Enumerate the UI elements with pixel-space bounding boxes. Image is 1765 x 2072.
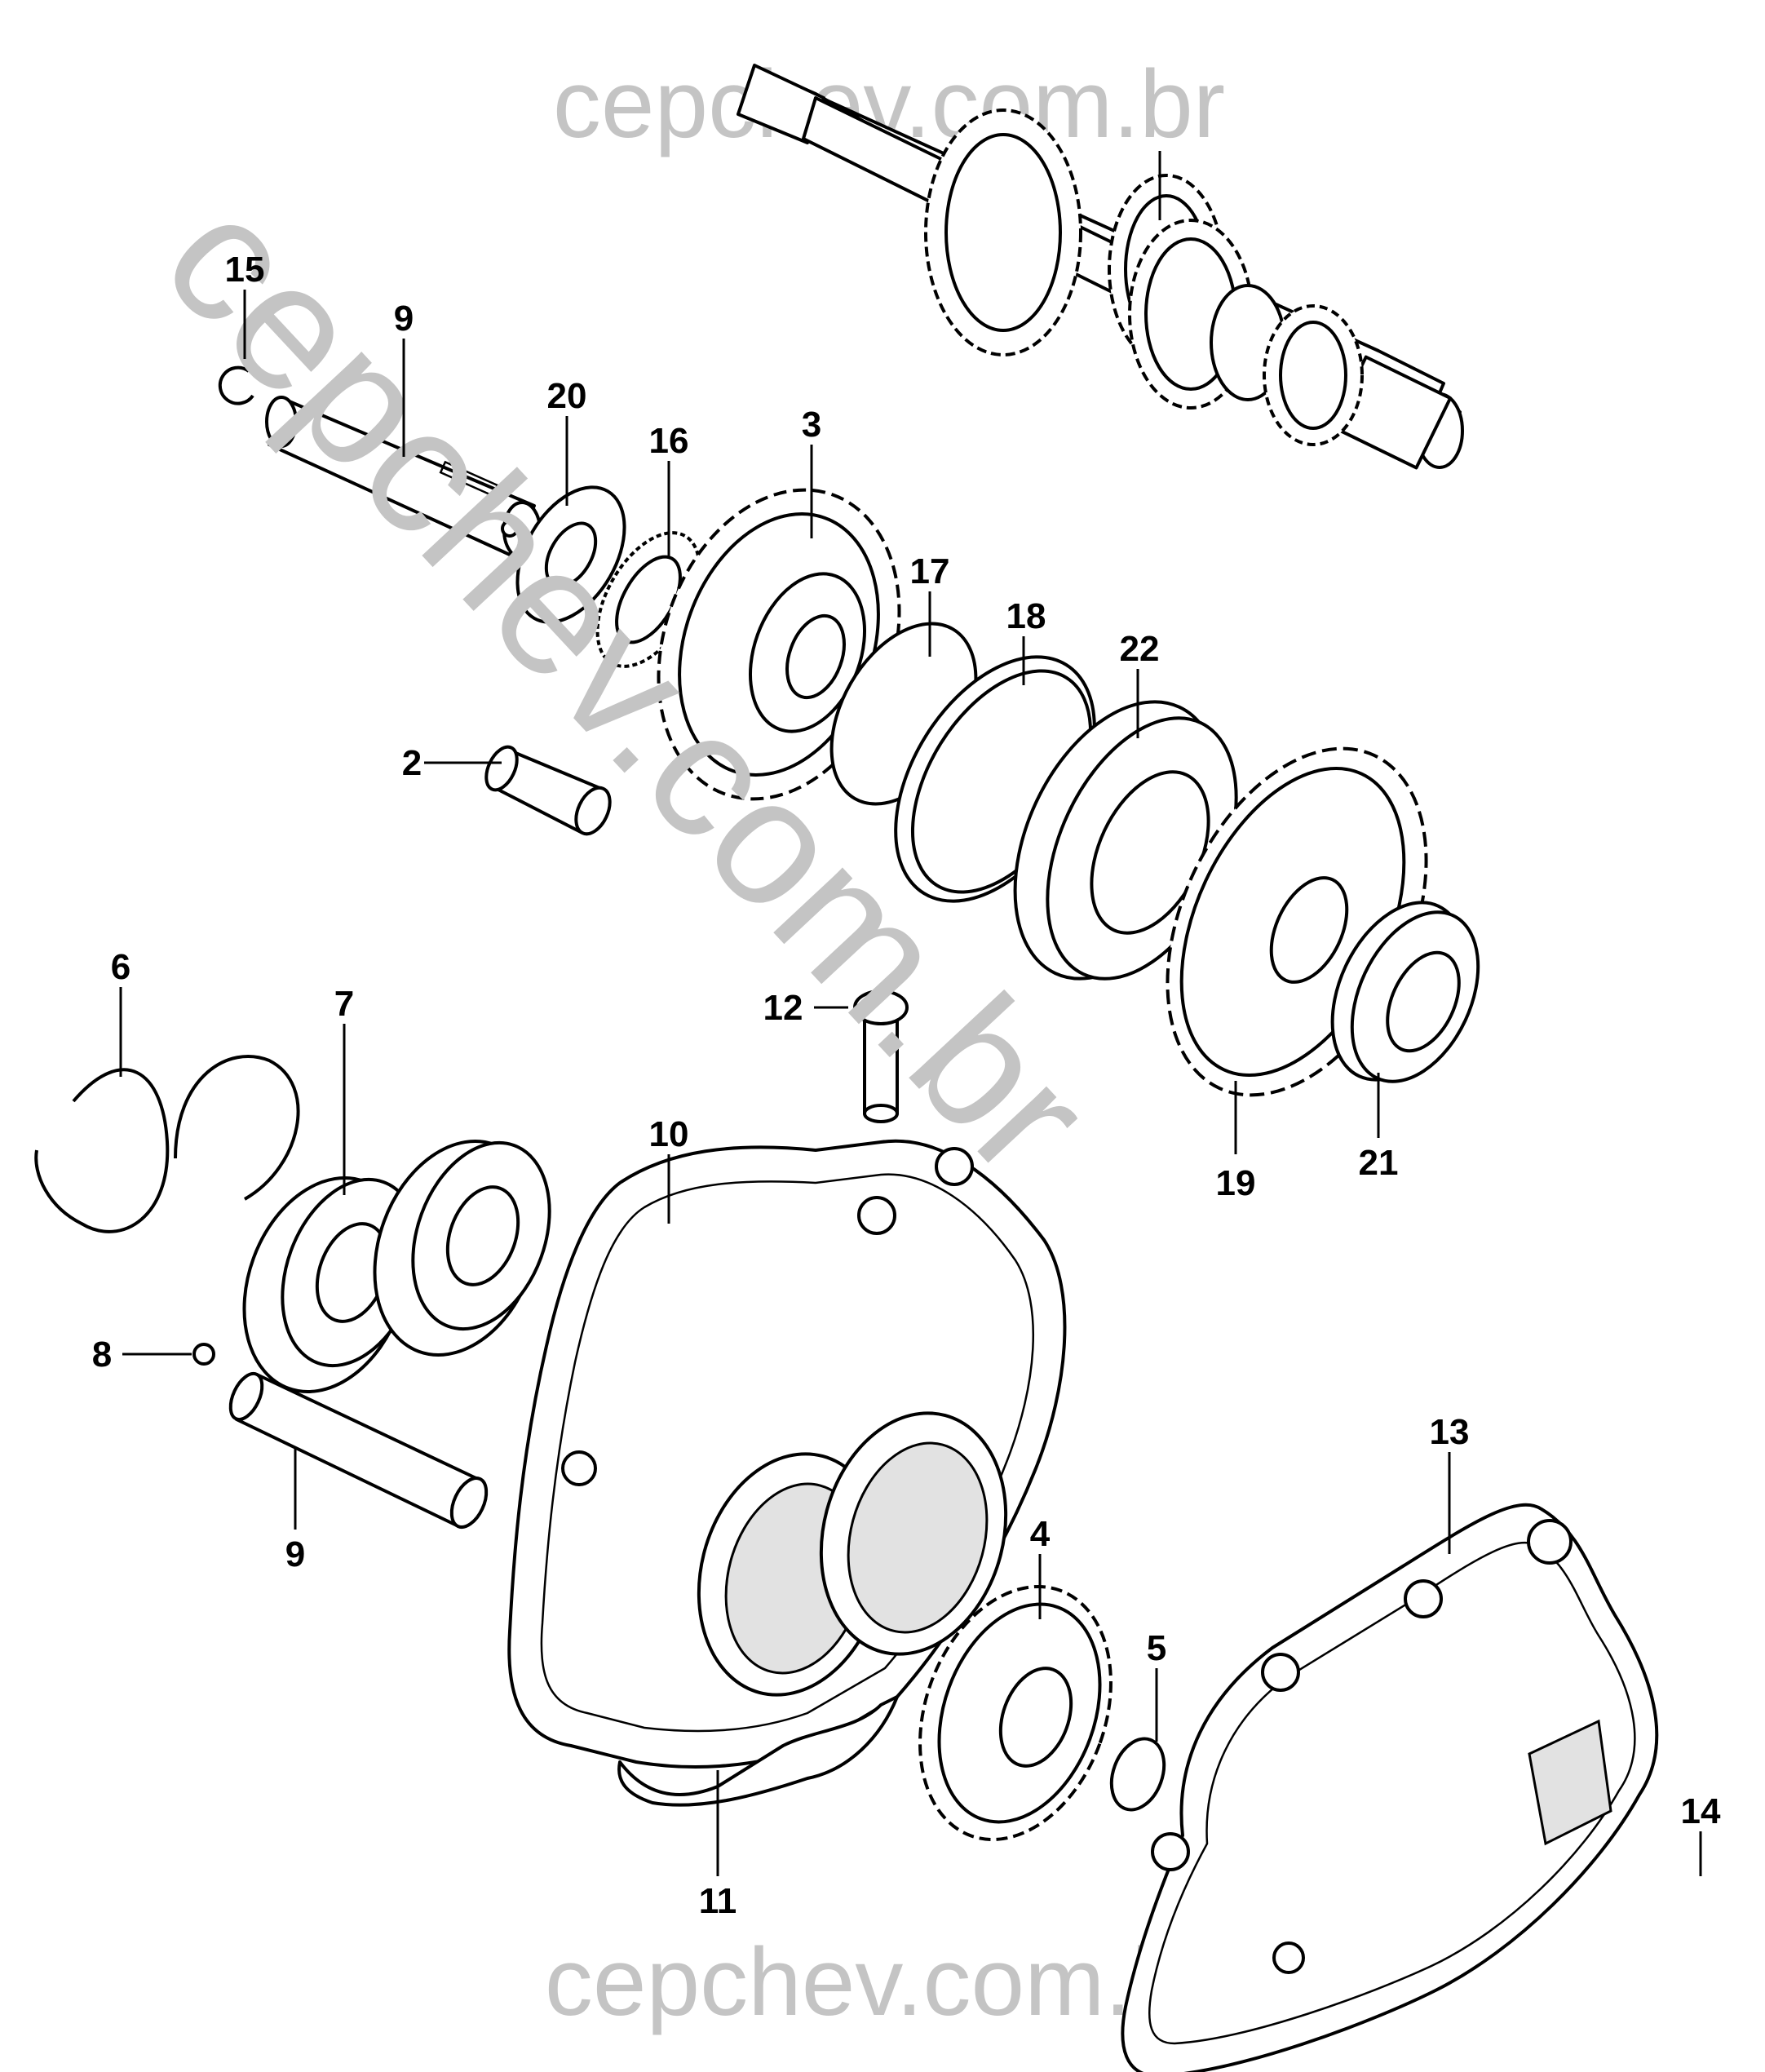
bearings-7 [242, 1140, 551, 1393]
callout-7: 7 [334, 984, 354, 1024]
callout-19: 19 [1216, 1163, 1256, 1203]
pin-12 [853, 990, 909, 1123]
callout-6: 6 [111, 947, 130, 987]
callout-13: 13 [1430, 1412, 1470, 1452]
ball-8 [192, 1343, 215, 1366]
callout-20: 20 [547, 376, 587, 416]
callout-17: 17 [910, 551, 950, 591]
callout-5: 5 [1147, 1628, 1166, 1668]
callout-15: 15 [225, 250, 265, 290]
callout-21: 21 [1359, 1143, 1399, 1183]
shaft-9-lower [228, 1371, 489, 1529]
callout-10: 10 [649, 1114, 689, 1154]
cover-13 [1121, 1503, 1659, 2072]
washer-20 [515, 485, 626, 624]
main-shaft [737, 64, 1464, 470]
callout-3: 3 [802, 405, 821, 445]
circlips-6 [34, 1055, 300, 1233]
callout-14: 14 [1681, 1791, 1721, 1831]
callout-8: 8 [92, 1335, 112, 1375]
callout-4: 4 [1030, 1514, 1051, 1554]
callout-16: 16 [649, 421, 689, 461]
gear-4 [918, 1585, 1113, 1841]
bearing-21 [1330, 901, 1480, 1083]
leader-lines [119, 151, 1702, 1876]
pin-2 [484, 745, 612, 836]
callout-12: 12 [763, 988, 803, 1028]
callout-2: 2 [402, 743, 422, 783]
circlip-5 [1109, 1737, 1166, 1812]
circlip-15 [218, 365, 254, 405]
callout-11: 11 [699, 1881, 737, 1921]
callout-22: 22 [1120, 629, 1160, 669]
watermark-bottom: cepchev.com.br [545, 1928, 1217, 2036]
housing-10 [507, 1139, 1067, 1807]
callout-9-lower: 9 [285, 1534, 305, 1574]
callout-18: 18 [1006, 596, 1046, 636]
callout-9-upper: 9 [394, 299, 414, 339]
callouts: 15 9 20 16 3 17 18 22 2 6 7 12 10 19 21 … [92, 250, 1721, 1921]
